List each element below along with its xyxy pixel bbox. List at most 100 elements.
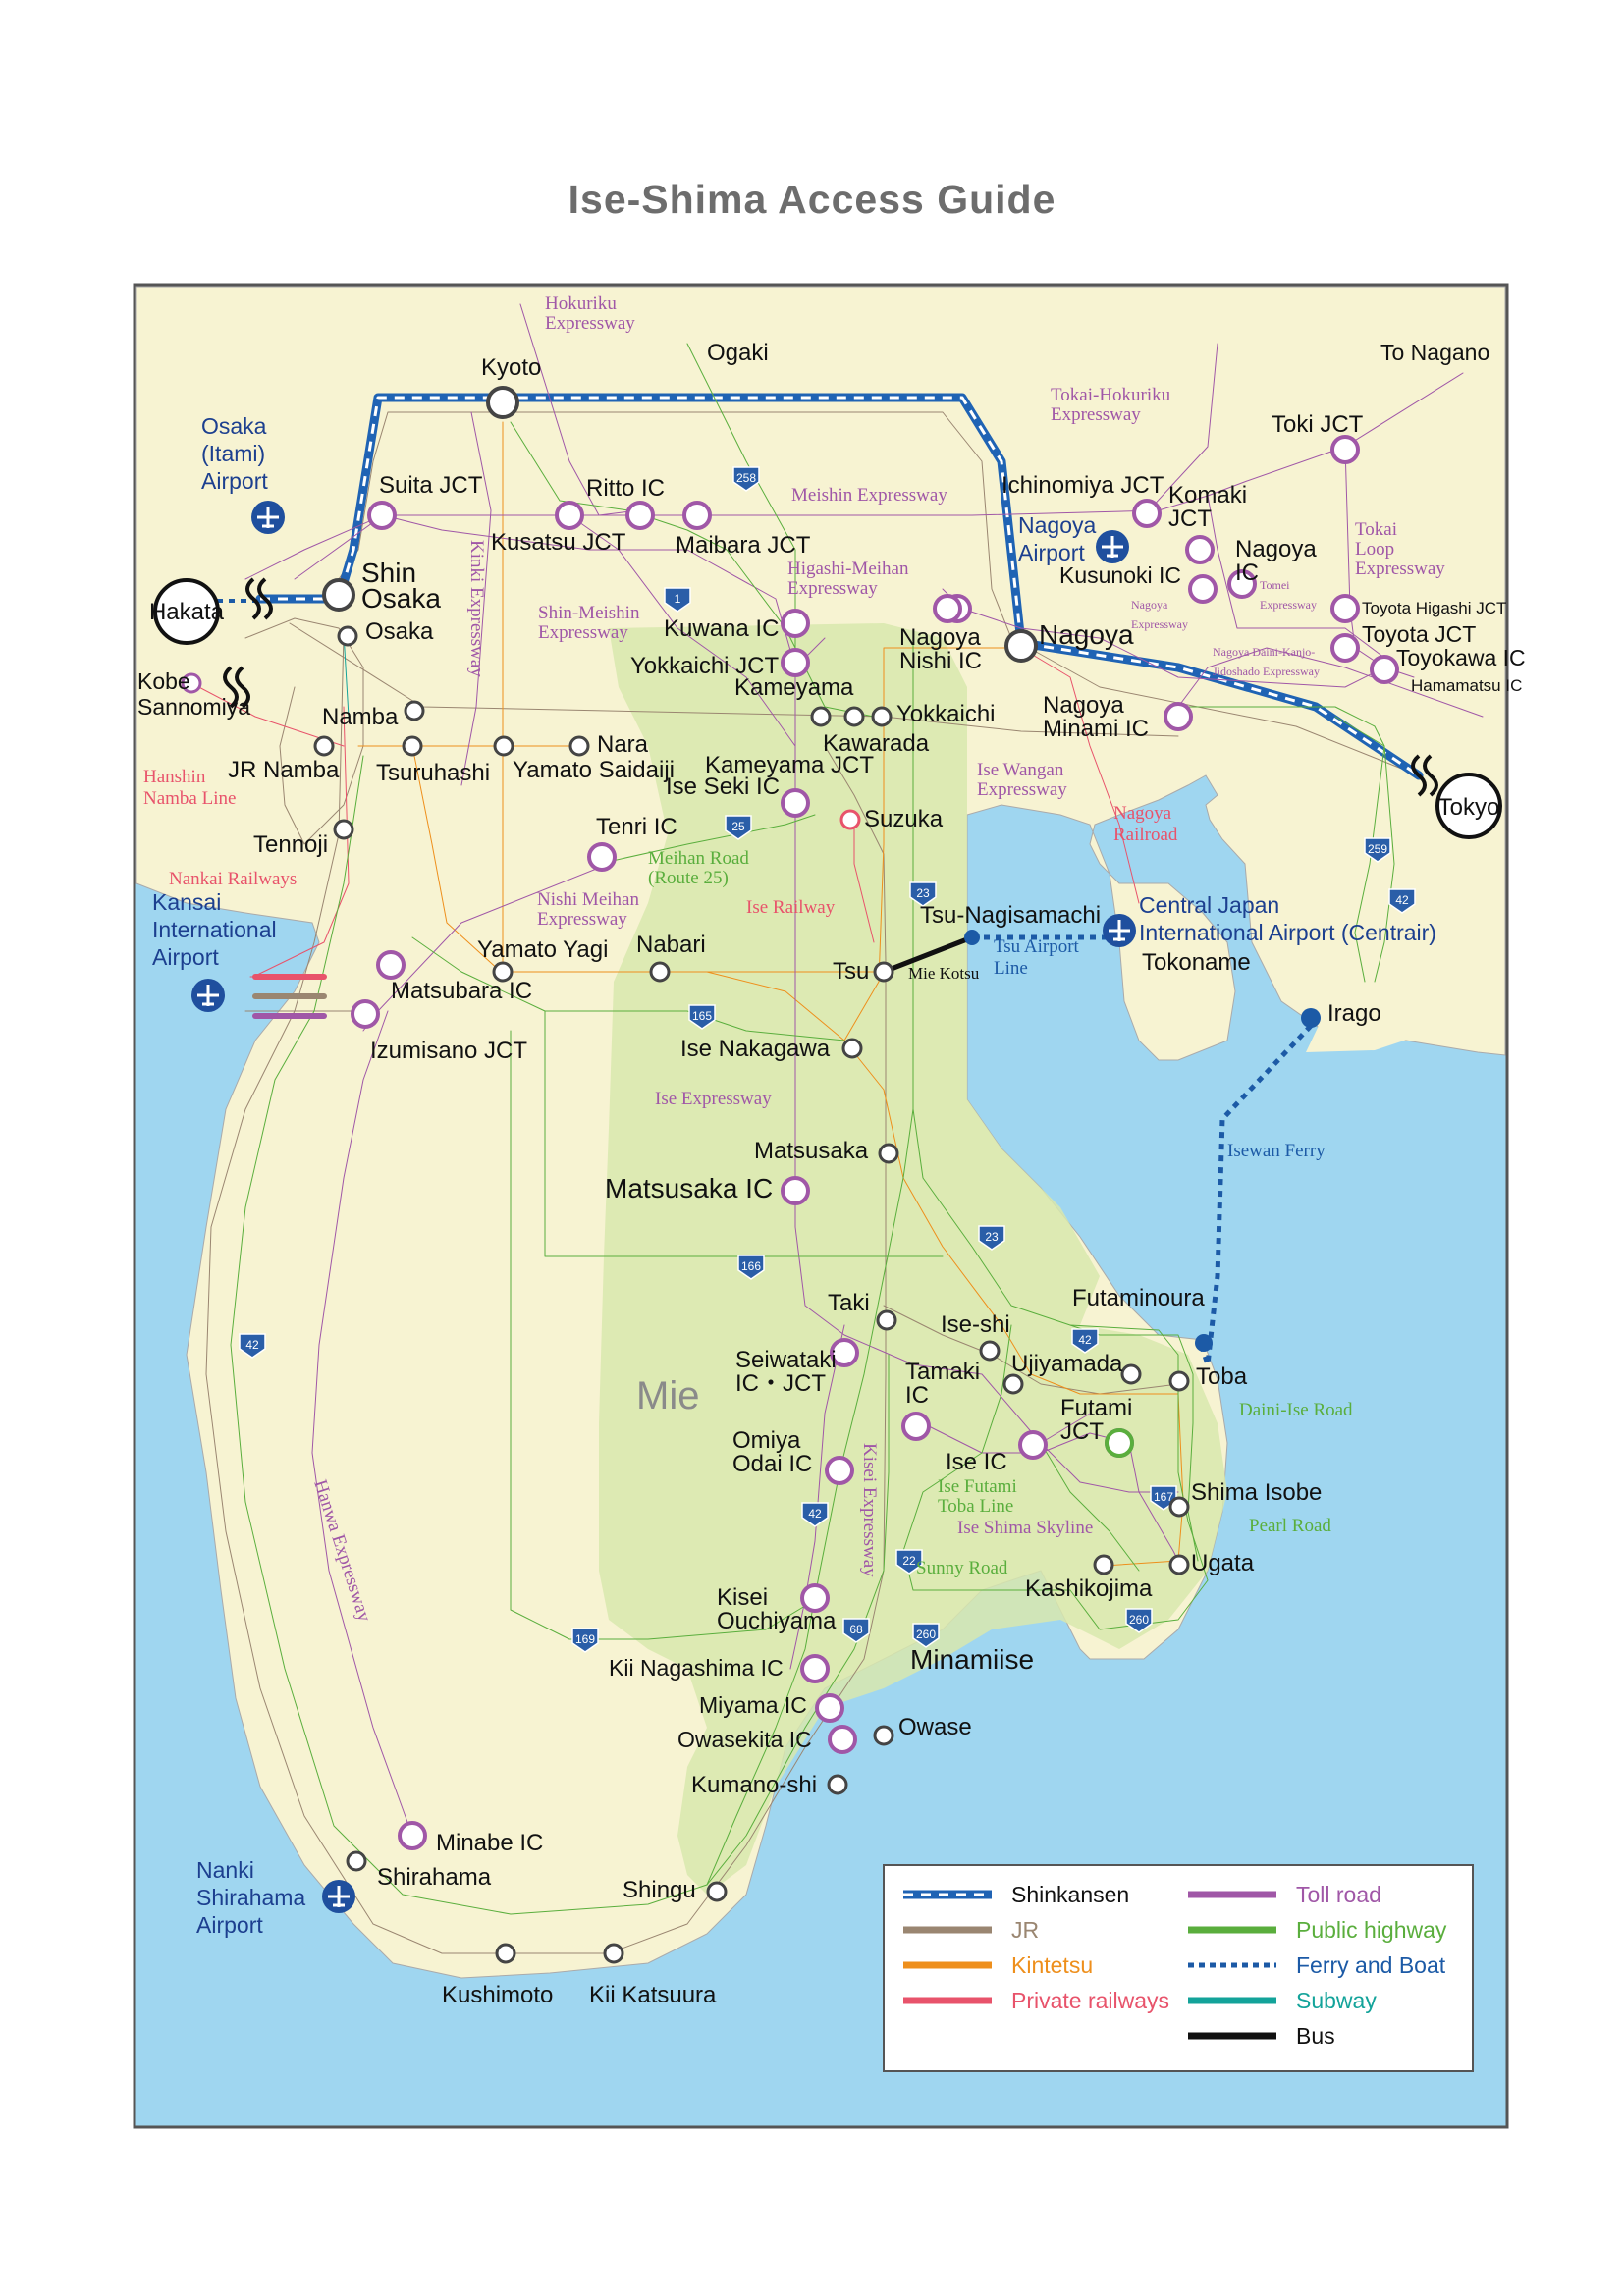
station-label-taki: Taki — [828, 1290, 870, 1316]
taki-station — [876, 1309, 897, 1331]
toba-port — [1195, 1334, 1213, 1352]
place-label-ogaki: Ogaki — [707, 340, 769, 366]
undefined — [1020, 647, 1140, 904]
station-label-kii-katsuura: Kii Katsuura — [589, 1982, 717, 2008]
undefined — [544, 1010, 845, 1041]
matsubara-ic-marker — [376, 950, 406, 980]
ic-label-ichinomiya-jct: Ichinomiya JCT — [1001, 472, 1164, 499]
undefined — [338, 411, 1420, 776]
ise-shi-station — [979, 1340, 1001, 1362]
legend-item-bus: Bus — [1188, 2023, 1335, 2049]
seiwataki-ic-marker — [830, 1338, 859, 1367]
undefined — [1344, 446, 1385, 668]
ic-label-hamamatsu-ic: Hamamatsu IC — [1411, 676, 1522, 695]
hakata-terminal — [153, 578, 220, 645]
route-number: 68 — [849, 1623, 863, 1636]
kii-katsuura-station — [603, 1943, 624, 1964]
omiya-odai-ic-marker — [825, 1456, 854, 1485]
route-number: 165 — [692, 1009, 712, 1023]
route-lines — [182, 303, 1484, 1954]
route-169-shield: 169 — [571, 1628, 599, 1653]
legend-item-private-railways: Private railways — [903, 1988, 1169, 2013]
airport-label-osaka-itami-airport: Osaka(Itami)Airport — [201, 413, 268, 494]
road-label-nagoya-daini-kanjo-jidoshado-expressway: Nagoya Daini-Kanjo-Jidoshado Expressway — [1213, 645, 1320, 678]
station-label-suzuka: Suzuka — [864, 806, 944, 832]
map-base — [133, 283, 1509, 2129]
station-label-kyoto: Kyoto — [481, 354, 541, 381]
osaka-station — [337, 625, 358, 647]
station-label-yamato-yagi: Yamato Yagi — [477, 936, 608, 963]
legend-item-subway: Subway — [1188, 1988, 1377, 2013]
route-166-shield: 166 — [737, 1255, 765, 1280]
kashikojima-station — [1093, 1554, 1114, 1575]
route-number: 259 — [1368, 842, 1387, 856]
ferry-isewan — [1200, 1024, 1313, 1367]
ujiyamada-station — [1002, 1373, 1024, 1395]
station-label-kashikojima: Kashikojima — [1025, 1575, 1153, 1602]
tsuruhashi-station — [402, 735, 423, 757]
legend-item-ferry-and-boat: Ferry and Boat — [1188, 1952, 1446, 1978]
station-label-kushimoto: Kushimoto — [442, 1982, 553, 2008]
owase-station — [873, 1725, 894, 1746]
yokkaichi-station — [871, 706, 893, 727]
station-label-owase: Owase — [898, 1714, 972, 1740]
undefined — [843, 647, 1022, 1041]
matsusaka-ic-marker — [781, 1176, 810, 1205]
yamato-saidaiji-station — [493, 735, 514, 757]
undefined — [1177, 647, 1484, 718]
tennoji-station — [333, 819, 354, 840]
ic-label-toyota-jct: Toyota JCT — [1362, 621, 1476, 647]
izumisano-jct-marker — [351, 999, 380, 1029]
station-label-tsu-nagisamachi: Tsu-Nagisamachi — [920, 902, 1101, 929]
highway-label-daini-ise-road: Daini-Ise Road — [1239, 1400, 1353, 1420]
route-number: 42 — [1395, 893, 1409, 907]
suita-jct-marker — [367, 501, 397, 530]
bus-label-mie-kotsu: Mie Kotsu — [908, 964, 980, 983]
route-165-shield: 165 — [688, 1004, 716, 1030]
undefined — [853, 814, 875, 943]
ic-label-izumisano-jct: Izumisano JCT — [370, 1038, 527, 1064]
nabari-station — [649, 961, 671, 983]
shima-isobe-station — [1168, 1496, 1190, 1518]
kusunoki-ic-marker — [1188, 574, 1218, 604]
undefined — [1040, 1442, 1140, 1572]
undefined — [311, 1010, 413, 1837]
toba-station — [1168, 1370, 1190, 1392]
station-label-yokkaichi: Yokkaichi — [896, 701, 996, 727]
nagoya-airport-icon — [1096, 530, 1129, 563]
highway-label-sunny-road: Sunny Road — [916, 1558, 1008, 1578]
station-label-nabari: Nabari — [636, 932, 706, 958]
station-label-irago: Irago — [1327, 1000, 1381, 1027]
maibara-jct-marker — [682, 501, 712, 530]
route-23-shield: 23 — [909, 881, 937, 907]
ic-label-maibara-jct: Maibara JCT — [676, 532, 811, 559]
station-label-nagoya: Nagoya — [1039, 619, 1134, 650]
rail-label-nankai-railways: Nankai Railways — [169, 869, 297, 889]
rail-label-ise-railway: Ise Railway — [746, 897, 836, 918]
ferry-label-isewan-ferry: Isewan Ferry — [1227, 1141, 1326, 1161]
ritto-ic-marker — [625, 501, 655, 530]
ic-label-ise-ic: Ise IC — [946, 1449, 1007, 1475]
road-label-kinki-expressway: Kinki Expressway — [466, 540, 487, 677]
station-label-ugata: Ugata — [1191, 1550, 1255, 1576]
undefined — [230, 755, 890, 1915]
ic-label-matsusaka-ic: Matsusaka IC — [605, 1173, 773, 1203]
owasekita-ic-marker — [828, 1725, 857, 1754]
kushimoto-station — [495, 1943, 516, 1964]
tenri-ic-marker — [587, 842, 617, 872]
place-label-to-nagano: To Nagano — [1380, 340, 1489, 365]
mie-region — [599, 623, 1227, 1895]
highway-label-meihan-road-route-25: Meihan Road(Route 25) — [648, 848, 749, 888]
station-label-tokoname: Tokoname — [1142, 949, 1251, 976]
undefined — [1040, 1413, 1091, 1444]
